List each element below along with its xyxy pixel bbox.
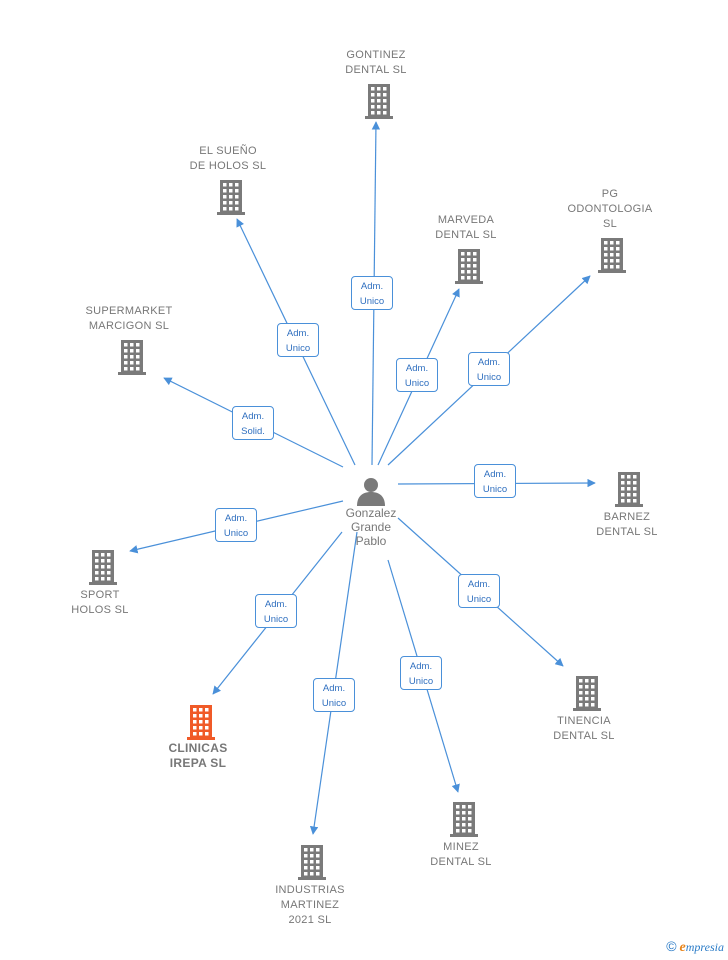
building-icon[interactable] (186, 705, 216, 741)
building-icon[interactable] (449, 802, 479, 838)
relation-label-gontinez[interactable]: Adm. Unico (351, 276, 393, 310)
company-node-sport-holos[interactable]: SPORT HOLOS SL (40, 588, 160, 618)
company-name: SPORT HOLOS SL (71, 589, 129, 616)
relation-label-tinencia[interactable]: Adm. Unico (458, 574, 500, 608)
company-node-barnez[interactable]: BARNEZ DENTAL SL (567, 510, 687, 540)
company-node-gontinez[interactable]: GONTINEZ DENTAL SL (316, 48, 436, 78)
relation-label-barnez[interactable]: Adm. Unico (474, 464, 516, 498)
company-node-marveda[interactable]: MARVEDA DENTAL SL (406, 213, 526, 243)
relation-label-industrias-martinez[interactable]: Adm. Unico (313, 678, 355, 712)
company-name: GONTINEZ DENTAL SL (345, 49, 407, 76)
company-name: CLINICAS IREPA SL (168, 741, 228, 770)
company-name: SUPERMARKET MARCIGON SL (85, 305, 173, 332)
relation-label-minez[interactable]: Adm. Unico (400, 656, 442, 690)
company-node-tinencia[interactable]: TINENCIA DENTAL SL (524, 714, 644, 744)
building-icon[interactable] (88, 550, 118, 586)
building-icon[interactable] (216, 180, 246, 216)
building-icon[interactable] (614, 472, 644, 508)
company-name: PG ODONTOLOGIA SL (567, 188, 653, 230)
building-icon[interactable] (597, 238, 627, 274)
company-name: TINENCIA DENTAL SL (553, 715, 615, 742)
building-icon[interactable] (364, 84, 394, 120)
company-name: EL SUEÑO DE HOLOS SL (189, 145, 267, 172)
copyright-symbol: © (666, 938, 677, 954)
company-name: INDUSTRIAS MARTINEZ 2021 SL (275, 884, 345, 926)
company-node-clinicas-irepa[interactable]: CLINICAS IREPA SL (138, 741, 258, 771)
center-person[interactable]: Gonzalez Grande Pablo (326, 476, 416, 548)
company-name: MINEZ DENTAL SL (430, 841, 492, 868)
footer-brand: © empresia (666, 938, 724, 956)
building-icon[interactable] (297, 845, 327, 881)
company-name: BARNEZ DENTAL SL (596, 511, 658, 538)
company-name: MARVEDA DENTAL SL (435, 214, 497, 241)
company-node-industrias-martinez[interactable]: INDUSTRIAS MARTINEZ 2021 SL (250, 883, 370, 928)
relation-label-pg-odontologia[interactable]: Adm. Unico (468, 352, 510, 386)
company-node-supermarket[interactable]: SUPERMARKET MARCIGON SL (69, 304, 189, 334)
relation-label-el-sueno[interactable]: Adm. Unico (277, 323, 319, 357)
building-icon[interactable] (572, 676, 602, 712)
relation-label-supermarket[interactable]: Adm. Solid. (232, 406, 274, 440)
relation-label-sport-holos[interactable]: Adm. Unico (215, 508, 257, 542)
relation-label-clinicas-irepa[interactable]: Adm. Unico (255, 594, 297, 628)
building-icon[interactable] (454, 249, 484, 285)
person-icon (357, 478, 385, 506)
center-person-name: Gonzalez Grande Pablo (345, 506, 397, 548)
relation-label-marveda[interactable]: Adm. Unico (396, 358, 438, 392)
brand-initial: e (679, 940, 686, 955)
building-icon[interactable] (117, 340, 147, 376)
company-node-minez[interactable]: MINEZ DENTAL SL (401, 840, 521, 870)
company-node-pg-odontologia[interactable]: PG ODONTOLOGIA SL (550, 187, 670, 232)
company-node-el-sueno[interactable]: EL SUEÑO DE HOLOS SL (168, 144, 288, 174)
brand-name: mpresia (685, 940, 724, 954)
